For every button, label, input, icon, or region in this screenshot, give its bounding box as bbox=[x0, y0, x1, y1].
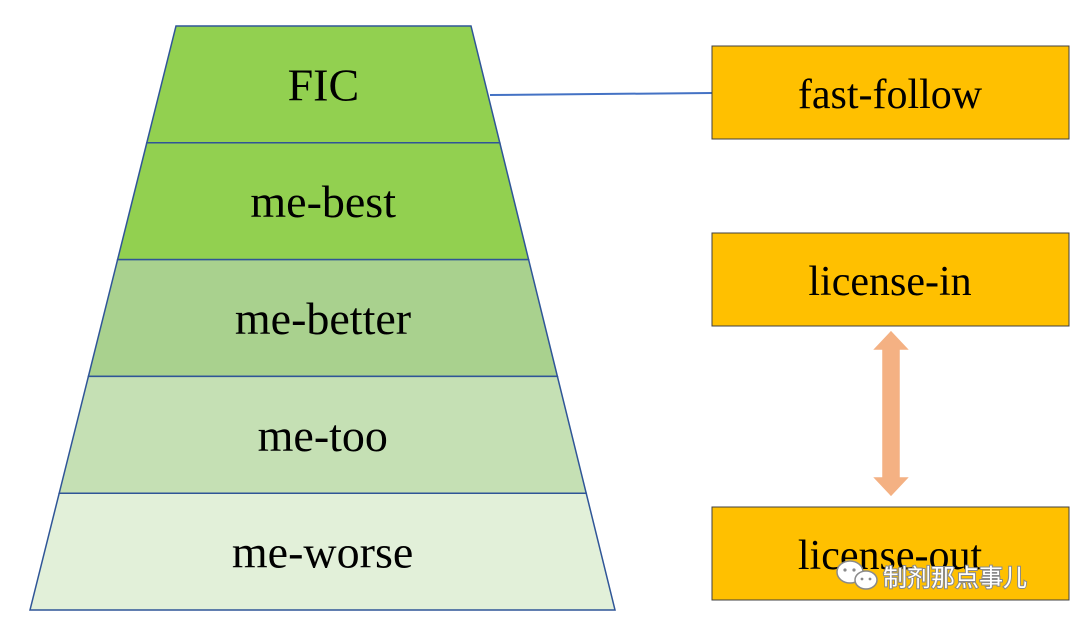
license-out-box bbox=[711, 506, 1070, 601]
watermark: 制剂那点事儿 bbox=[836, 560, 1028, 593]
connector-line bbox=[489, 92, 713, 96]
pyramid: FIC me-best me-better me-too me-worse bbox=[29, 25, 616, 611]
pyramid-tier-label: me-better bbox=[235, 293, 411, 344]
license-in-label: license-in bbox=[808, 259, 971, 305]
pyramid-tier-label: me-worse bbox=[232, 527, 413, 578]
license-in-box bbox=[711, 232, 1070, 327]
pyramid-tier-label: me-best bbox=[250, 176, 396, 227]
fast-follow-box bbox=[711, 45, 1070, 140]
pyramid-tier-label: FIC bbox=[288, 59, 360, 110]
boxes: fast-follow license-in license-out bbox=[711, 45, 1070, 601]
wechat-icon bbox=[836, 560, 878, 590]
license-out-label: license-out bbox=[798, 533, 983, 579]
fast-follow-label: fast-follow bbox=[798, 72, 983, 118]
pyramid-tier-label: me-too bbox=[258, 410, 388, 461]
double-arrow bbox=[873, 330, 909, 497]
watermark-text: 制剂那点事儿 bbox=[883, 564, 1027, 592]
pyramid-tier-me-worse bbox=[29, 492, 616, 611]
